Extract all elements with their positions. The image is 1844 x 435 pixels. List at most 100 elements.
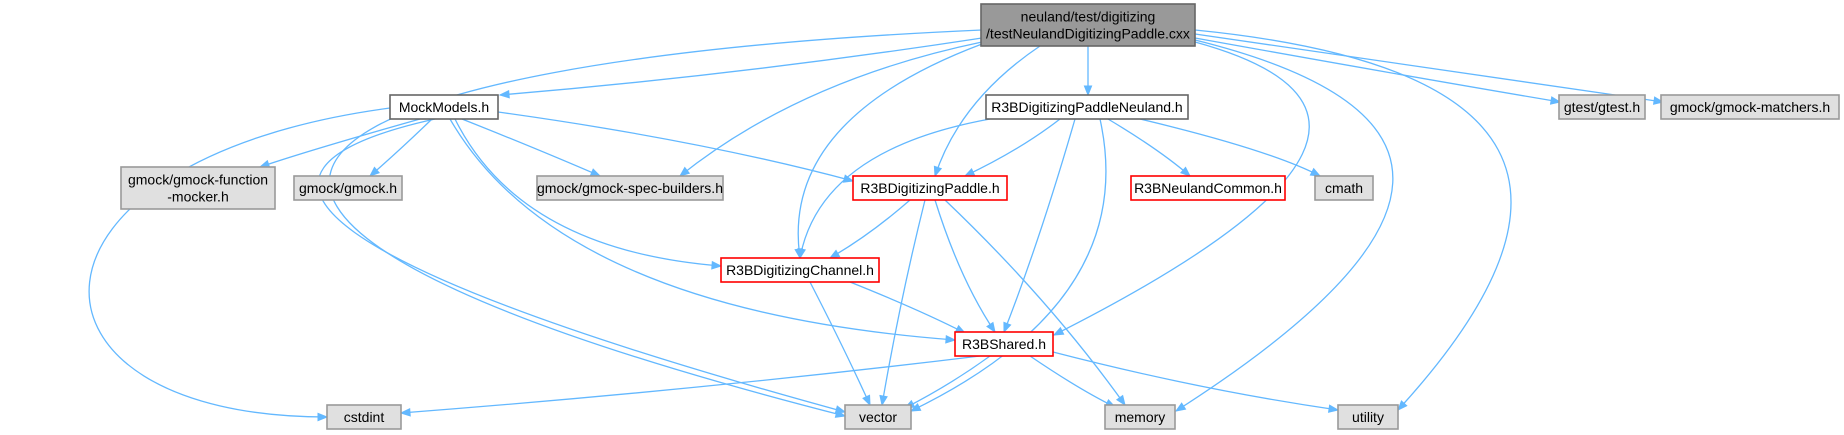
node-box [720,257,880,283]
node-gmockfunction[interactable]: gmock/gmock-function-mocker.h [120,166,276,210]
node-label: R3BShared.h [962,336,1046,352]
node-label: neuland/test/digitizing [1021,9,1156,25]
edge-line [829,199,911,259]
node-gmockspec[interactable]: gmock/gmock-spec-builders.h [536,175,724,201]
edge-root-to-paddleneuland [1083,46,1093,97]
node-box [293,175,403,201]
node-label: R3BDigitizingChannel.h [726,262,874,278]
node-label: R3BNeulandCommon.h [1134,180,1282,196]
node-box [389,94,499,120]
edge-line [259,118,421,168]
edge-paddle-to-channel [828,199,911,259]
node-label: vector [859,409,897,425]
arrowhead [963,168,976,177]
edge-root-to-mockmodels [498,37,983,99]
arrowhead [1083,85,1093,97]
edge-line [499,37,983,96]
edge-line [1107,118,1191,177]
node-gmockmatchers[interactable]: gmock/gmock-matchers.h [1660,94,1840,120]
edge-line [1139,118,1321,177]
edge-line [881,199,926,406]
edge-line [449,118,956,341]
node-cmath[interactable]: cmath [1314,175,1374,201]
edge-line [1194,33,1664,103]
node-memory[interactable]: memory [1104,404,1176,430]
arrowhead [678,166,691,177]
arrowhead [1309,167,1322,177]
arrowhead [862,394,871,407]
edge-channel-to-shared [849,281,967,334]
edge-paddleneuland-to-shared [1003,118,1076,334]
edge-line [944,199,1126,406]
edge-mockmodels-to-vector [317,118,847,414]
edge-root-to-vector [328,29,983,418]
arrowhead [986,321,996,334]
arrowhead [1549,96,1562,105]
node-mockmodels[interactable]: MockModels.h [389,94,499,120]
node-box [120,166,276,210]
edge-mockmodels-to-channel [454,118,723,270]
edge-paddle-to-memory [944,199,1126,407]
edge-paddleneuland-to-paddle [963,118,1061,177]
node-utility[interactable]: utility [1337,404,1399,430]
nodes-layer: neuland/test/digitizing/testNeulandDigit… [120,3,1840,430]
node-cstdint[interactable]: cstdint [326,404,402,430]
arrowhead [1003,321,1012,334]
node-label: gmock/gmock-spec-builders.h [537,180,723,196]
edge-mockmodels-to-paddle [497,111,855,183]
edge-mockmodels-to-gmockspec [461,118,602,177]
edge-root-to-shared [1052,41,1310,336]
edge-line [328,29,983,417]
edge-line [809,281,871,406]
node-box [1314,175,1374,201]
arrowhead [834,405,847,414]
edge-line [849,281,966,334]
node-box [954,331,1054,357]
node-paddle[interactable]: R3BDigitizingPaddle.h [852,175,1008,201]
arrowhead [879,394,888,407]
edge-root-to-utility [1194,29,1512,411]
edge-root-to-gmockspec [678,41,983,177]
node-label: memory [1115,409,1166,425]
node-box [980,3,1196,47]
edge-line [964,118,1061,177]
edge-paddle-to-vector [879,199,926,407]
node-gmock[interactable]: gmock/gmock.h [293,175,403,201]
edge-line [1194,29,1512,411]
node-box [1104,404,1176,430]
arrowhead [828,249,841,259]
edge-line [461,118,601,177]
node-shared[interactable]: R3BShared.h [954,331,1054,357]
node-box [844,404,912,430]
edge-mockmodels-to-gmockfunction [258,118,421,169]
arrowhead [317,412,329,422]
edge-line [1053,41,1310,336]
node-box [1660,94,1840,120]
edge-paddleneuland-to-channel [797,118,991,260]
node-neulandcommon[interactable]: R3BNeulandCommon.h [1130,175,1286,201]
node-root[interactable]: neuland/test/digitizing/testNeulandDigit… [980,3,1196,47]
edge-line [1194,37,1561,103]
arrowhead [1397,400,1408,411]
arrowhead [711,260,723,270]
arrowhead [933,165,943,178]
node-label: -mocker.h [167,189,228,205]
node-paddleneuland[interactable]: R3BDigitizingPaddleNeuland.h [985,94,1189,120]
node-box [536,175,724,201]
arrowhead [589,168,602,177]
node-vector[interactable]: vector [844,404,912,430]
edge-line [1175,39,1394,412]
node-gtest[interactable]: gtest/gtest.h [1558,94,1646,120]
node-label: cstdint [344,409,385,425]
edge-shared-to-utility [1052,351,1340,413]
edge-root-to-paddle [933,45,1041,178]
node-label: gmock/gmock.h [299,180,397,196]
edge-shared-to-cstdint [399,355,981,417]
edge-line [910,118,1107,412]
node-box [1130,175,1286,201]
node-channel[interactable]: R3BDigitizingChannel.h [720,257,880,283]
edge-root-to-memory [1174,39,1394,412]
node-box [852,175,1008,201]
edge-channel-to-vector [809,281,871,407]
